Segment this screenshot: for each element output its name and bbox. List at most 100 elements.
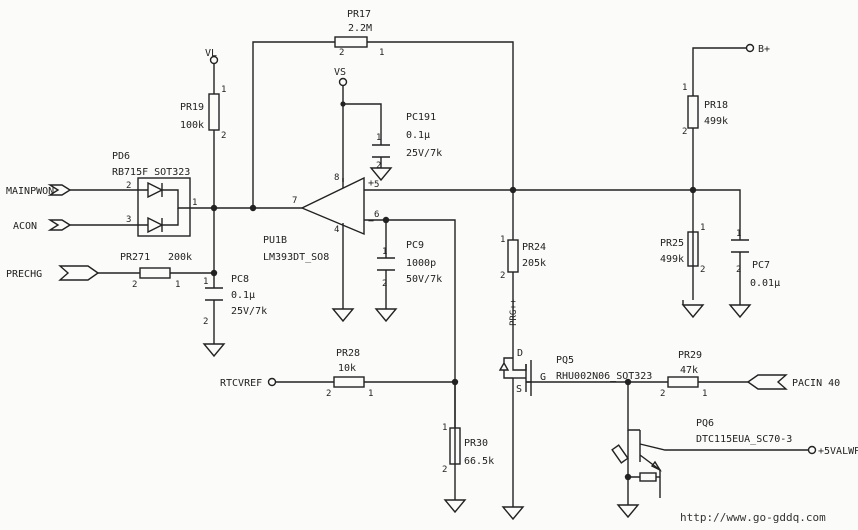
svg-text:2: 2 bbox=[500, 271, 505, 281]
svg-text:1: 1 bbox=[368, 389, 373, 399]
svg-text:2: 2 bbox=[442, 465, 447, 475]
net-bplus: B+ bbox=[758, 44, 770, 55]
net-valwp: +5VALWP bbox=[818, 446, 858, 457]
pr30-value: 66.5k bbox=[464, 456, 494, 467]
resistor-icon bbox=[687, 231, 699, 267]
resistor-icon bbox=[667, 376, 699, 388]
pr24-ref: PR24 bbox=[522, 242, 546, 253]
connector-icon bbox=[47, 219, 72, 231]
opamp-plus: + bbox=[368, 178, 374, 189]
svg-text:2: 2 bbox=[700, 265, 705, 275]
svg-text:2: 2 bbox=[221, 131, 226, 141]
svg-text:7: 7 bbox=[292, 196, 297, 206]
pr18-value: 499k bbox=[704, 116, 728, 127]
pq5-part: RHU002N06_SOT323 bbox=[556, 371, 652, 382]
svg-text:2: 2 bbox=[682, 127, 687, 137]
pc7-ref: PC7 bbox=[752, 260, 770, 271]
pq5-ref: PQ5 bbox=[556, 355, 574, 366]
net-pacin: PACIN 40 bbox=[792, 378, 840, 389]
pr28-value: 10k bbox=[338, 363, 356, 374]
svg-text:3: 3 bbox=[126, 215, 131, 225]
pr19-value: 100k bbox=[180, 120, 204, 131]
svg-text:4: 4 bbox=[334, 225, 339, 235]
pq6-ref: PQ6 bbox=[696, 418, 714, 429]
net-terminals: VL VS B+ RTCVREF +5VALWP bbox=[205, 43, 858, 457]
ground-icon bbox=[202, 343, 226, 358]
mosfet-pq5: D G S PQ5 RHU002N06_SOT323 PRG++ bbox=[498, 298, 652, 396]
pc191-rating: 25V/7k bbox=[406, 148, 442, 159]
net-vs: VS bbox=[334, 67, 346, 78]
diode-icon bbox=[138, 181, 190, 209]
junction-dots bbox=[210, 101, 697, 481]
svg-text:2: 2 bbox=[326, 389, 331, 399]
net-rtcvref: RTCVREF bbox=[220, 378, 262, 389]
pc9-rating: 50V/7k bbox=[406, 274, 442, 285]
capacitor-icon bbox=[372, 144, 390, 158]
svg-text:1: 1 bbox=[442, 423, 447, 433]
svg-text:2: 2 bbox=[382, 279, 387, 289]
rtcvref-terminal bbox=[267, 377, 277, 387]
pd6-part: RB715F SOT323 bbox=[112, 167, 190, 178]
resistor-icon bbox=[139, 267, 171, 279]
svg-text:6: 6 bbox=[374, 210, 379, 220]
svg-text:2: 2 bbox=[132, 280, 137, 290]
pr271-value: 200k bbox=[168, 252, 192, 263]
net-vl: VL bbox=[205, 48, 217, 59]
svg-text:1: 1 bbox=[700, 223, 705, 233]
svg-text:1: 1 bbox=[203, 277, 208, 287]
connector-icon bbox=[58, 265, 100, 281]
svg-text:1: 1 bbox=[500, 235, 505, 245]
wires bbox=[70, 41, 808, 507]
mosfet-icon bbox=[512, 360, 527, 371]
pr29-value: 47k bbox=[680, 365, 698, 376]
pc7-value: 0.01μ bbox=[750, 278, 780, 289]
ground-icon bbox=[369, 167, 393, 182]
capacitor-icon bbox=[731, 239, 749, 253]
svg-text:1: 1 bbox=[175, 280, 180, 290]
opamp-part: LM393DT_SO8 bbox=[263, 252, 329, 263]
svg-text:1: 1 bbox=[382, 247, 387, 257]
opamp-ref: PU1B bbox=[263, 235, 287, 246]
pr29-ref: PR29 bbox=[678, 350, 702, 361]
pq5-g: G bbox=[540, 372, 546, 383]
net-prg: PRG++ bbox=[509, 298, 519, 326]
capacitor-icon bbox=[205, 287, 223, 301]
pq5-d: D bbox=[517, 348, 523, 359]
resistor-icon bbox=[334, 36, 368, 48]
ground-icon bbox=[443, 499, 467, 514]
svg-text:1: 1 bbox=[221, 85, 226, 95]
svg-text:2: 2 bbox=[126, 181, 131, 191]
opamp-minus: − bbox=[368, 216, 374, 227]
watermark-text: http://www.go-gddq.com bbox=[680, 511, 826, 524]
opamp-icon bbox=[300, 176, 365, 236]
pr17-ref: PR17 bbox=[347, 9, 371, 20]
capacitors: PC191 0.1μ 25V/7k 1 2 PC8 0.1μ 25V/7k 1 … bbox=[203, 112, 780, 327]
net-acon: ACON bbox=[13, 221, 37, 232]
ground-icon bbox=[374, 308, 398, 323]
pc8-ref: PC8 bbox=[231, 274, 249, 285]
pr25-value: 499k bbox=[660, 254, 684, 265]
svg-text:2: 2 bbox=[376, 161, 381, 171]
transistor-pq6: PQ6 DTC115EUA_SC70-3 bbox=[611, 418, 792, 482]
svg-text:8: 8 bbox=[334, 173, 339, 183]
pd6-ref: PD6 bbox=[112, 151, 130, 162]
ground-icon bbox=[501, 506, 525, 521]
svg-text:2: 2 bbox=[203, 317, 208, 327]
diode-icon bbox=[138, 208, 179, 234]
connector-icon bbox=[746, 374, 788, 390]
pr18-ref: PR18 bbox=[704, 100, 728, 111]
svg-text:1: 1 bbox=[376, 133, 381, 143]
pr25-ref: PR25 bbox=[660, 238, 684, 249]
pr24-value: 205k bbox=[522, 258, 546, 269]
resistor-icon bbox=[333, 376, 365, 388]
pq5-s: S bbox=[516, 384, 522, 395]
pc191-ref: PC191 bbox=[406, 112, 436, 123]
pr28-ref: PR28 bbox=[336, 348, 360, 359]
pr19-ref: PR19 bbox=[180, 102, 204, 113]
diode-pd6: PD6 RB715F SOT323 2 3 1 bbox=[112, 151, 197, 237]
svg-text:2: 2 bbox=[736, 265, 741, 275]
resistor-icon bbox=[687, 95, 699, 129]
ground-icon bbox=[728, 304, 752, 319]
